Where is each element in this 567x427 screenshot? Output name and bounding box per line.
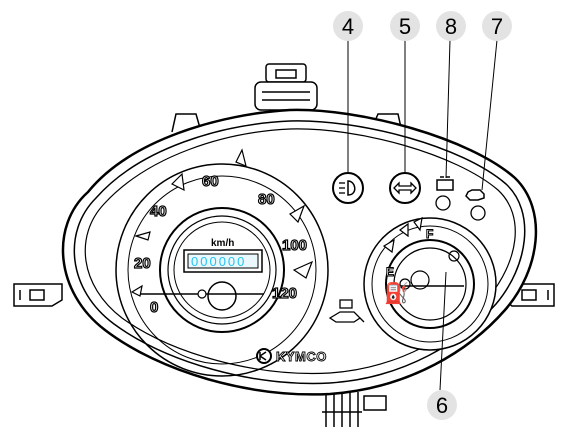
wiring-connector [322, 392, 387, 427]
fuel-pump-symbol: ⛽ [384, 281, 409, 305]
oil-indicator [328, 299, 365, 323]
engine-icon [465, 189, 485, 201]
speed-unit: km/h [211, 238, 234, 249]
turn-signal-arrows-icon [393, 181, 417, 195]
speed-label-100: 100 [282, 237, 307, 254]
brand-logo: KYMCO [256, 348, 327, 364]
svg-text:5: 5 [399, 14, 411, 39]
headlight-high-beam-indicator [332, 172, 364, 204]
callout-7: 7 [482, 11, 512, 41]
callout-8: 8 [436, 11, 466, 41]
svg-text:7: 7 [491, 14, 503, 39]
turn-signal-indicator [389, 172, 421, 204]
speed-label-20: 20 [134, 255, 151, 272]
callout-leaders [347, 39, 498, 391]
battery-icon [436, 179, 454, 191]
speed-label-60: 60 [202, 173, 219, 190]
svg-text:8: 8 [445, 14, 457, 39]
speedometer [115, 148, 329, 377]
top-mount-bracket [254, 63, 318, 111]
speed-label-40: 40 [150, 203, 167, 220]
callout-6: 6 [427, 390, 457, 420]
callout-5: 5 [390, 11, 420, 41]
fuel-pump-icon-ring [448, 250, 460, 262]
fuel-full-label: F [426, 227, 433, 241]
svg-text:6: 6 [436, 393, 448, 418]
svg-text:4: 4 [342, 14, 354, 39]
high-beam-icon [347, 180, 356, 196]
speed-label-0: 0 [150, 299, 158, 316]
engine-indicator [465, 189, 486, 221]
brand-name: KYMCO [276, 349, 327, 364]
fuel-gauge [363, 216, 497, 351]
kymco-logo-mark [256, 348, 272, 364]
fuel-empty-label: E [386, 265, 394, 279]
odometer-reading: 000000 [191, 254, 246, 269]
speed-scale-labels: 0 20 40 60 80 100 120 [133, 172, 307, 316]
speed-label-120: 120 [272, 285, 297, 302]
left-mount-tab [13, 283, 63, 307]
speed-label-80: 80 [258, 191, 275, 208]
callout-4: 4 [333, 11, 363, 41]
battery-indicator [435, 176, 454, 211]
